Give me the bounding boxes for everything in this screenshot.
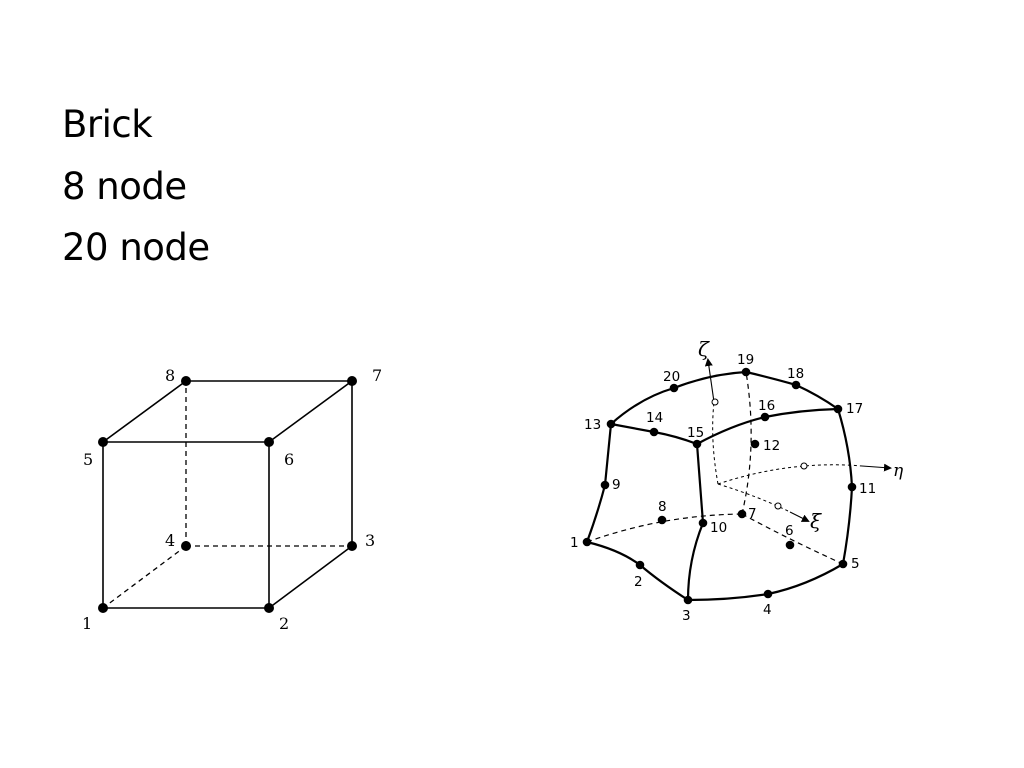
brick8-label-6: 6 [284, 450, 294, 469]
brick20-label-2: 2 [634, 574, 643, 590]
zeta-axis-label: ζ [698, 337, 710, 361]
brick20-label-6: 6 [785, 523, 794, 539]
bullet-8-node: 8 node [62, 164, 187, 208]
brick20-node-20 [669, 383, 679, 393]
xi-axis-line [717, 483, 791, 513]
brick20-label-9: 9 [612, 477, 621, 493]
brick20-node-7 [737, 509, 747, 519]
eta-axis-arrow [861, 463, 892, 472]
brick20-label-8: 8 [658, 499, 667, 515]
brick20-label-18: 18 [787, 366, 804, 382]
brick20-node-12 [750, 439, 760, 449]
brick20-node-8 [657, 515, 667, 525]
brick20-node-1 [582, 537, 592, 547]
zeta-axis-arrow [704, 358, 715, 403]
brick8-label-2: 2 [279, 614, 289, 633]
brick20-label-4: 4 [763, 602, 772, 618]
brick20-solid-edges [585, 370, 854, 602]
eta-axis-line [717, 464, 863, 485]
xi-axis-marker [774, 502, 782, 510]
brick8-solid-edges [102, 380, 353, 609]
brick8-label-1: 1 [82, 614, 92, 633]
brick20-label-15: 15 [687, 425, 704, 441]
brick8-node-8 [181, 376, 191, 386]
xi-axis-label: ξ [810, 509, 822, 533]
brick20-node-9 [600, 480, 610, 490]
brick8-label-3: 3 [365, 531, 375, 550]
brick20-node-3 [683, 595, 693, 605]
brick20-axes [712, 401, 863, 513]
brick20-node-10 [698, 518, 708, 528]
brick20-node-15 [692, 439, 702, 449]
brick20-label-13: 13 [584, 417, 601, 433]
brick20-label-11: 11 [859, 481, 876, 497]
brick8-edge-6-7 [268, 380, 353, 443]
brick20-label-20: 20 [663, 369, 680, 385]
brick8-label-5: 5 [83, 450, 93, 469]
brick8-hidden-edges [102, 381, 352, 609]
brick20-node-18 [791, 380, 801, 390]
brick20-label-5: 5 [851, 556, 860, 572]
brick8-node-dots [98, 376, 357, 613]
brick20-label-17: 17 [846, 401, 863, 417]
brick20-node-19 [741, 367, 751, 377]
zeta-axis-marker [711, 398, 719, 406]
brick20-node-11 [847, 482, 857, 492]
brick8-node-4 [181, 541, 191, 551]
brick8-label-7: 7 [372, 366, 382, 385]
eta-axis-marker [800, 462, 808, 470]
brick20-axis-arrows [704, 358, 892, 522]
eta-axis-label: η [893, 461, 904, 481]
brick-20-node-diagram: 1 2 3 4 5 6 7 8 9 10 11 12 13 14 15 16 1… [570, 337, 904, 624]
brick20-node-labels: 1 2 3 4 5 6 7 8 9 10 11 12 13 14 15 16 1… [570, 352, 876, 624]
brick8-node-labels: 1 2 3 4 5 6 7 8 [82, 366, 382, 633]
bullet-list: Brick 8 node 20 node [62, 94, 210, 279]
brick20-node-2 [635, 560, 645, 570]
brick8-edge-2-3 [268, 545, 353, 609]
brick8-label-8: 8 [165, 366, 175, 385]
brick8-node-5 [98, 437, 108, 447]
brick20-label-3: 3 [682, 608, 691, 624]
brick20-node-6 [785, 540, 795, 550]
brick8-node-2 [264, 603, 274, 613]
brick20-label-19: 19 [737, 352, 754, 368]
bullet-brick: Brick [62, 103, 153, 146]
brick20-label-12: 12 [763, 438, 780, 454]
brick8-edge-4-1 [102, 545, 187, 609]
bullet-20-node: 20 node [62, 226, 210, 269]
brick20-node-4 [763, 589, 773, 599]
brick8-edge-5-8 [102, 380, 187, 443]
brick20-node-17 [833, 404, 843, 414]
brick20-hidden-edges [586, 371, 844, 565]
brick8-label-4: 4 [165, 531, 175, 550]
brick20-axis-labels: ζ η ξ [698, 337, 904, 533]
zeta-axis-line [712, 401, 719, 485]
brick8-node-6 [264, 437, 274, 447]
brick20-label-14: 14 [646, 410, 663, 426]
brick20-edge-7-6-5 [741, 513, 844, 565]
brick-8-node-diagram: 1 2 3 4 5 6 7 8 [82, 366, 382, 633]
brick20-node-14 [649, 427, 659, 437]
brick20-node-5 [838, 559, 848, 569]
xi-axis-arrow [789, 511, 810, 522]
brick8-node-3 [347, 541, 357, 551]
brick8-node-1 [98, 603, 108, 613]
brick20-label-16: 16 [758, 398, 775, 414]
brick20-node-13 [606, 419, 616, 429]
brick20-axis-markers [711, 398, 808, 510]
brick20-edge-7-12-19 [741, 371, 752, 515]
brick20-label-10: 10 [710, 520, 727, 536]
brick20-node-dots [582, 367, 857, 605]
brick20-label-1: 1 [570, 535, 579, 551]
brick20-node-16 [760, 412, 770, 422]
brick20-edge-1-8-7 [586, 513, 743, 543]
brick20-label-7: 7 [748, 506, 757, 522]
brick20-edge-1-2-3 [586, 540, 689, 601]
brick8-node-7 [347, 376, 357, 386]
